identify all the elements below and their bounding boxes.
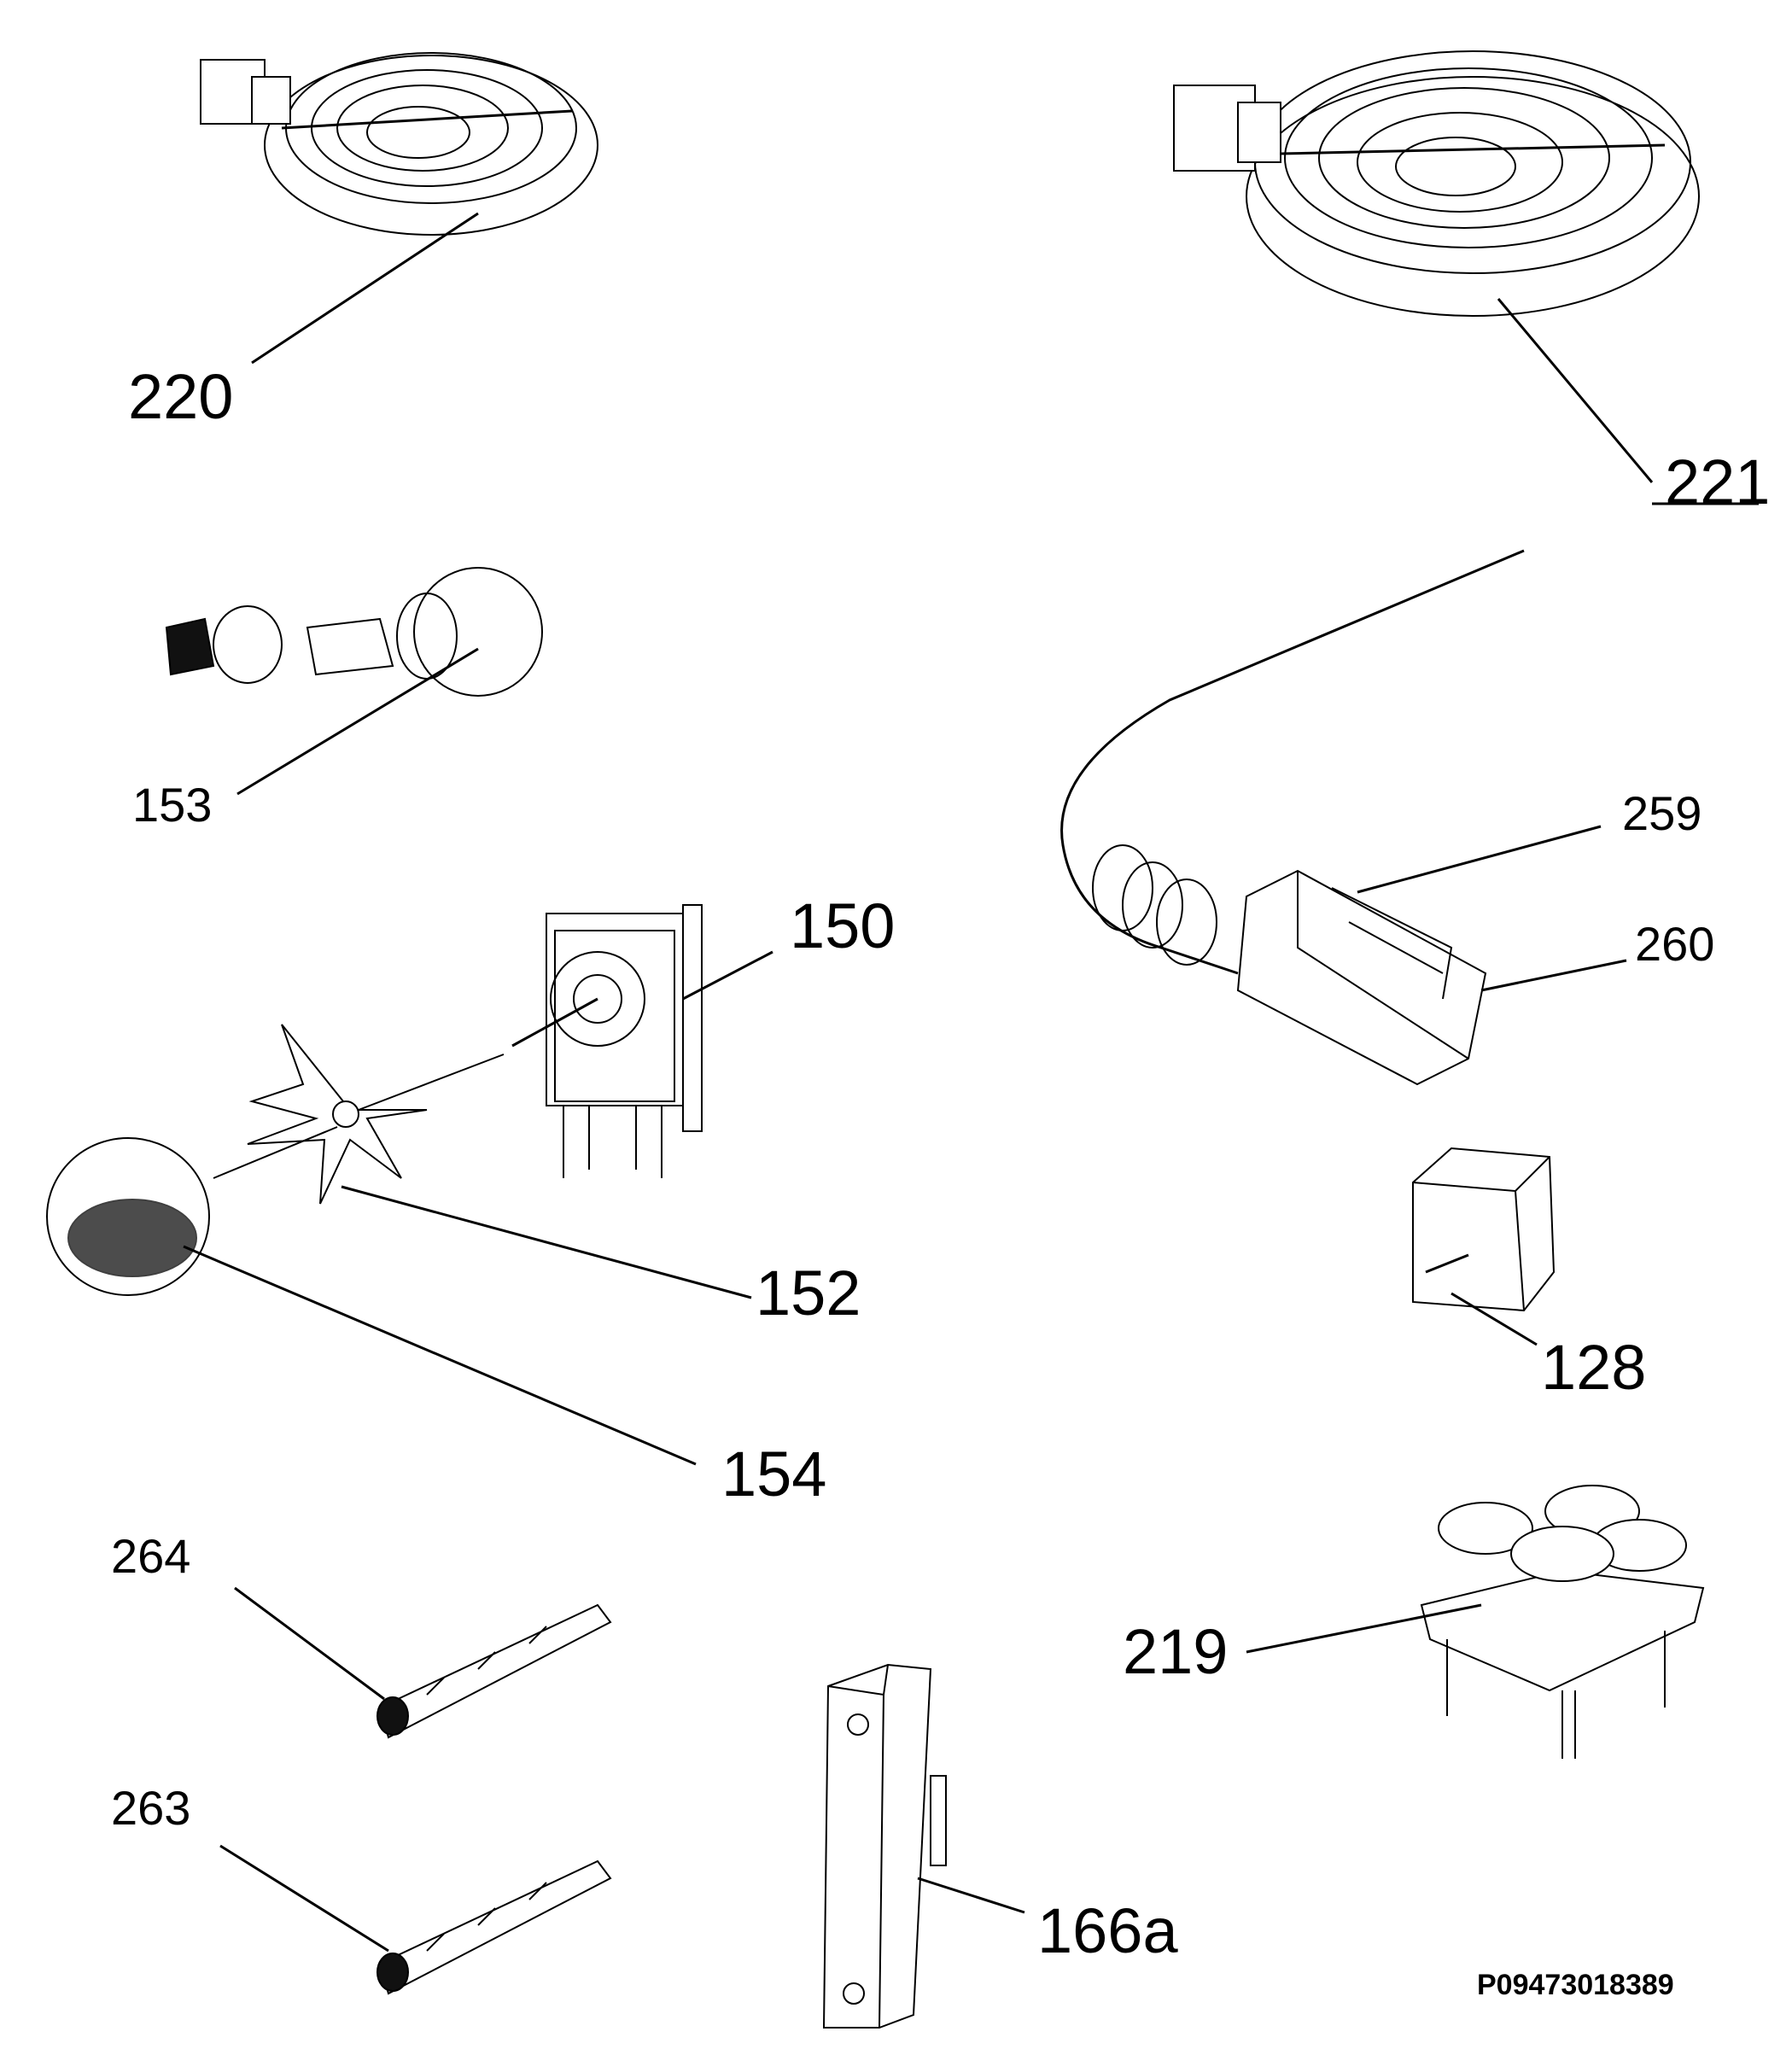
part-label-263: 263 <box>111 1781 191 1835</box>
terminal-block-264 <box>376 1603 612 1739</box>
leader-152 <box>341 1185 752 1299</box>
leader-220 <box>251 212 479 365</box>
document-id: P09473018389 <box>1477 1969 1674 2001</box>
part-label-221: 221 <box>1665 447 1771 517</box>
part-label-166a: 166a <box>1037 1895 1178 1966</box>
capacitor-219 <box>1420 1485 1705 1759</box>
leader-263 <box>219 1844 389 1953</box>
terminal-block-263 <box>376 1859 612 1995</box>
part-label-264: 264 <box>111 1529 191 1583</box>
part-label-154: 154 <box>721 1439 827 1509</box>
part-label-260: 260 <box>1635 917 1715 971</box>
leader-128 <box>1451 1292 1538 1346</box>
hotplate-221 <box>1173 50 1700 317</box>
fan-motor-150 <box>511 904 703 1178</box>
switch-128 <box>1412 1147 1556 1312</box>
leader-264 <box>234 1586 385 1701</box>
part-label-128: 128 <box>1541 1332 1647 1403</box>
thermostat-259-260 <box>1060 549 1525 1086</box>
part-label-150: 150 <box>790 890 896 961</box>
leader-219 <box>1246 1603 1482 1654</box>
part-label-219: 219 <box>1123 1616 1229 1687</box>
part-label-259: 259 <box>1622 786 1702 840</box>
part-label-220: 220 <box>128 361 234 432</box>
leader-153 <box>236 647 479 796</box>
leader-259 <box>1357 825 1602 894</box>
hotplate-220 <box>200 52 598 236</box>
leader-260 <box>1480 959 1627 992</box>
part-label-152: 152 <box>756 1258 861 1328</box>
lamp-153 <box>165 567 543 697</box>
leader-221 <box>1497 298 1654 483</box>
fan-blade-152 <box>213 1024 505 1205</box>
part-label-153: 153 <box>132 778 213 832</box>
leader-150 <box>682 950 773 1001</box>
component-166a <box>822 1663 947 2029</box>
leader-166a <box>917 1877 1025 1914</box>
filter-154 <box>46 1137 210 1296</box>
leader-154 <box>183 1245 697 1466</box>
